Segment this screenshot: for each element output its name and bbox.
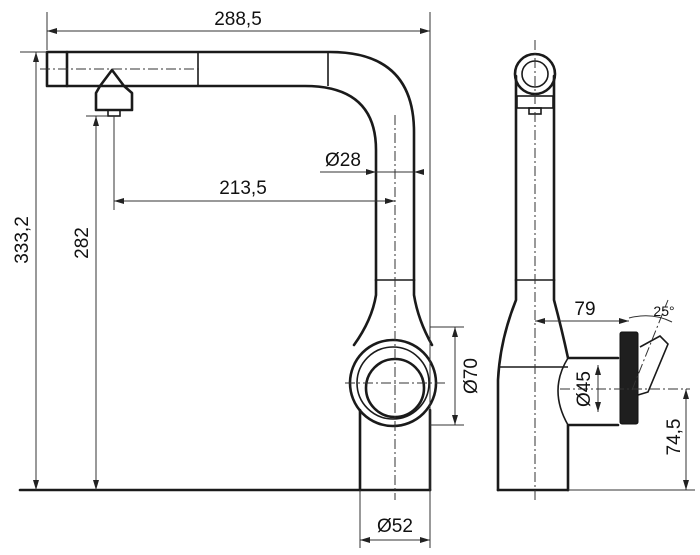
arrow	[619, 318, 629, 324]
arrow	[414, 169, 424, 175]
arrow	[683, 480, 689, 490]
front-view	[18, 50, 445, 500]
body-ring-inner	[356, 346, 430, 420]
arrow	[595, 402, 601, 412]
dim-spout-diameter-label: Ø28	[325, 150, 361, 171]
side-spout	[514, 74, 556, 282]
arrow	[452, 327, 458, 337]
arrow	[93, 116, 99, 126]
lever-ghost	[637, 335, 669, 396]
arrow	[420, 28, 430, 34]
dim-base-diameter-label: Ø52	[377, 516, 413, 537]
arrow	[93, 480, 99, 490]
dim-arc-lever-angle	[628, 315, 673, 323]
arrow	[366, 169, 376, 175]
arrow	[114, 198, 124, 204]
dim-spout-reach-label: 213,5	[219, 178, 267, 199]
dim-total-height-label: 333,2	[12, 216, 33, 264]
arrow	[420, 537, 430, 543]
dim-lever-angle-label: 25°	[653, 303, 674, 319]
side-body	[496, 278, 620, 492]
aerator-head	[94, 68, 134, 112]
arrow	[33, 52, 39, 62]
arrow	[385, 198, 395, 204]
front-dimensions: 288,5 333,2 282 213,5 Ø28 Ø70	[12, 9, 482, 548]
dim-lever-offset-label: 79	[574, 299, 595, 320]
arrow	[452, 415, 458, 425]
dim-total-reach-label: 288,5	[214, 9, 262, 30]
side-hub-curve	[557, 357, 569, 426]
dim-spout-height-label: 282	[72, 227, 93, 259]
spout-outline	[65, 50, 416, 282]
dim-body-diameter-label: Ø70	[461, 358, 482, 394]
arrow	[595, 365, 601, 375]
dim-lever-diameter-label: Ø45	[574, 371, 595, 407]
arrow	[47, 28, 57, 34]
lever-angle-axis	[631, 299, 669, 391]
side-view	[496, 40, 690, 500]
dim-lever-height-label: 74,5	[664, 419, 685, 456]
lever-knob	[619, 331, 639, 425]
arrow	[360, 537, 370, 543]
arrow	[683, 389, 689, 399]
arrow	[33, 480, 39, 490]
arrow	[535, 318, 545, 324]
side-dimensions: 79 25° Ø45 74,5	[535, 299, 695, 491]
faucet-body	[352, 278, 434, 347]
